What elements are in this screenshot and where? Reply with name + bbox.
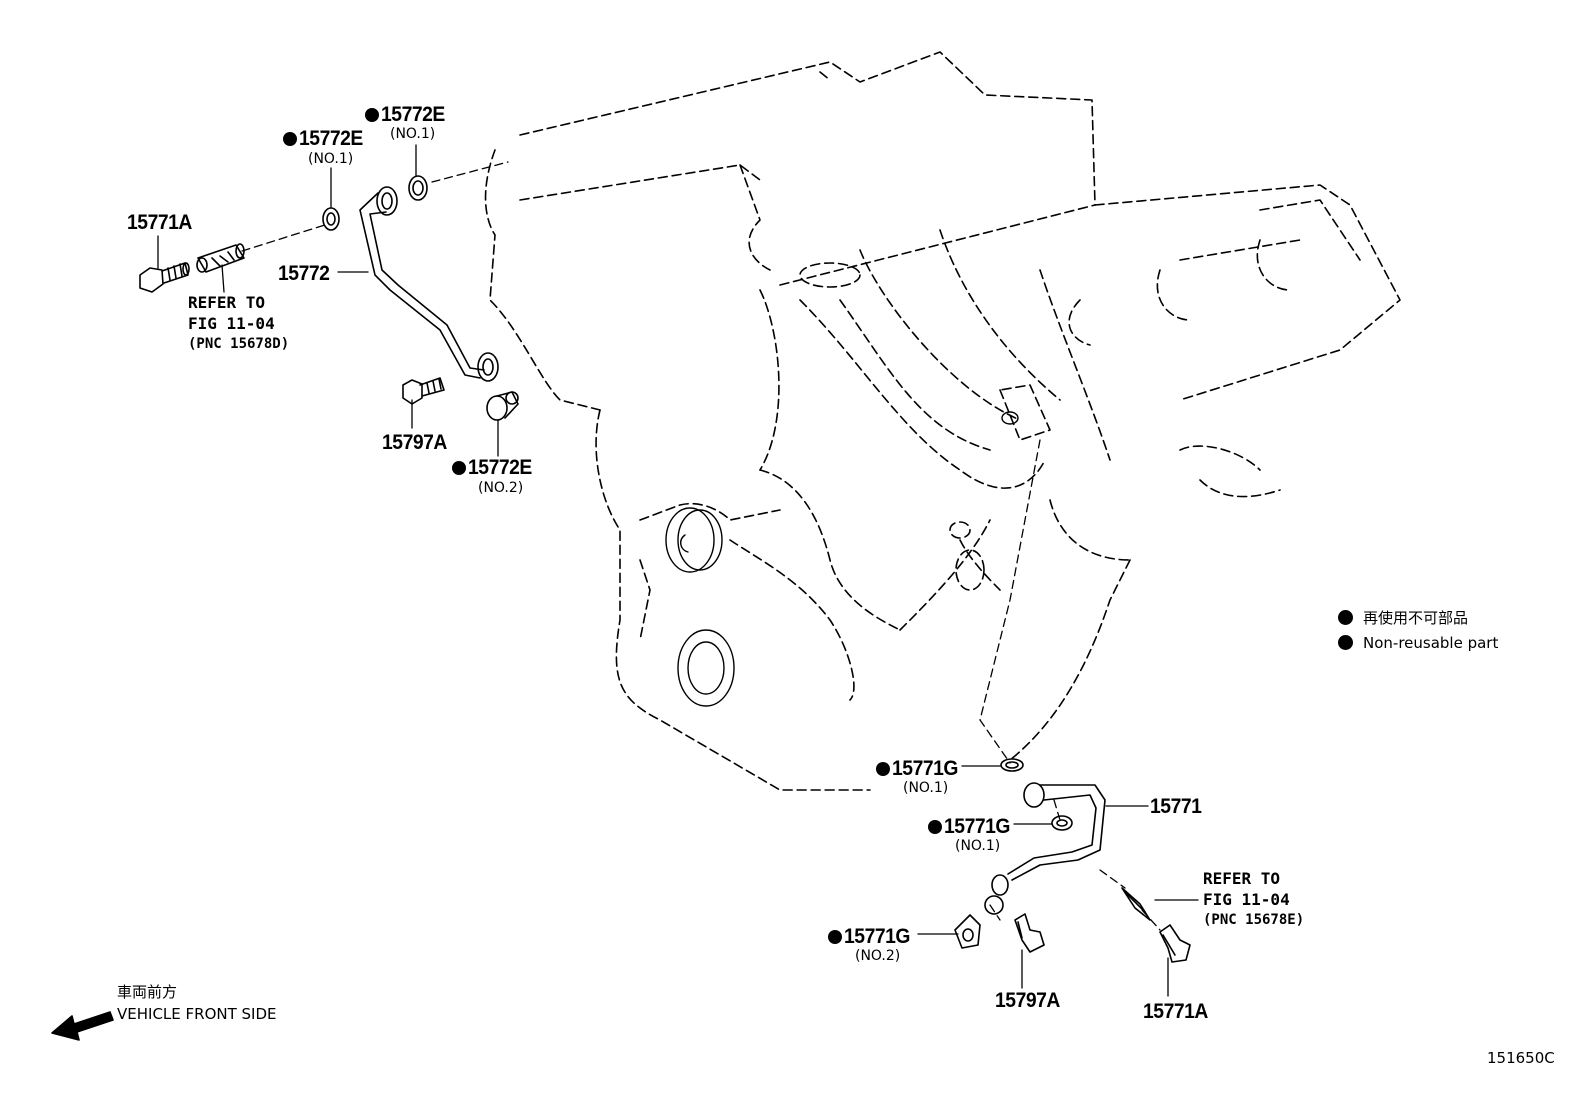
- non-reusable-dot-icon: [283, 132, 297, 146]
- non-reusable-dot-icon: [1338, 635, 1353, 650]
- gasket-g-no2-icon: [954, 914, 981, 949]
- callout-15771G-a: 15771G: [876, 758, 964, 779]
- engine-block-outline: [484, 51, 1401, 791]
- refer-right-line3: (PNC 15678E): [1203, 912, 1305, 928]
- refer-left-line2: FIG 11-04: [188, 314, 275, 333]
- label-15771: 15771: [1150, 795, 1202, 818]
- label-15772: 15772: [278, 262, 330, 285]
- front-jp: 車両前方: [117, 983, 178, 1001]
- sub-15772E-a: (NO.1): [308, 151, 354, 167]
- refer-left: REFER TO FIG 11-04 (PNC 15678D): [188, 292, 289, 355]
- bolt-right-icon: [1014, 913, 1045, 953]
- callout-15771G-b: 15771G: [928, 816, 1016, 837]
- non-reusable-dot-icon: [928, 820, 942, 834]
- label-15771A-right: 15771A: [1143, 1000, 1208, 1023]
- sub-15772E-b: (NO.1): [390, 126, 436, 142]
- refer-right-line2: FIG 11-04: [1203, 890, 1290, 909]
- filter-bolt-right-icon: [1121, 887, 1151, 921]
- gasket-right-icon: [408, 175, 428, 201]
- non-reusable-dot-icon: [452, 461, 466, 475]
- gasket-g-a-icon: [1000, 758, 1024, 772]
- gasket-g-b-icon: [1051, 815, 1073, 831]
- figure-id: 151650C: [1487, 1049, 1555, 1067]
- bolt-left-icon: [402, 377, 445, 405]
- refer-left-line1: REFER TO: [188, 293, 266, 312]
- gasket-left-icon: [322, 207, 340, 231]
- label-15797A-right: 15797A: [995, 989, 1060, 1012]
- non-reusable-dot-icon: [365, 108, 379, 122]
- legend-jp: 再使用不可部品: [1338, 610, 1468, 626]
- non-reusable-dot-icon: [1338, 610, 1353, 625]
- sub-15772E-c: (NO.2): [478, 480, 524, 496]
- callout-15772E-c: 15772E: [452, 457, 537, 478]
- oil-pipe-left-icon: [359, 186, 499, 382]
- vehicle-front-arrow-icon: [51, 1011, 114, 1041]
- legend-en: Non-reusable part: [1338, 635, 1498, 651]
- front-en: VEHICLE FRONT SIDE: [117, 1005, 277, 1023]
- non-reusable-dot-icon: [828, 930, 842, 944]
- sub-15771G-a: (NO.1): [903, 780, 949, 796]
- refer-left-line3: (PNC 15678D): [188, 336, 290, 352]
- label-15771A-left: 15771A: [127, 211, 192, 234]
- engine-solid-details: [665, 411, 1019, 707]
- oil-pipe-right-icon: [984, 782, 1106, 915]
- callout-15772E-b: 15772E: [365, 104, 450, 125]
- refer-right: REFER TO FIG 11-04 (PNC 15678E): [1203, 868, 1304, 931]
- filter-bolt-left-icon: [196, 243, 245, 273]
- non-reusable-dot-icon: [876, 762, 890, 776]
- assembly-dash-lines: [241, 161, 1161, 931]
- union-bolt-left-icon: [139, 262, 190, 293]
- callout-15772E-a: 15772E: [283, 128, 368, 149]
- union-bolt-right-icon: [1159, 924, 1191, 963]
- plug-no2-icon: [486, 391, 519, 421]
- refer-right-line1: REFER TO: [1203, 869, 1281, 888]
- sub-15771G-b: (NO.1): [955, 838, 1001, 854]
- leader-lines: [157, 144, 1199, 997]
- sub-15771G-c: (NO.2): [855, 948, 901, 964]
- label-15797A-left: 15797A: [382, 431, 447, 454]
- callout-15771G-c: 15771G: [828, 926, 916, 947]
